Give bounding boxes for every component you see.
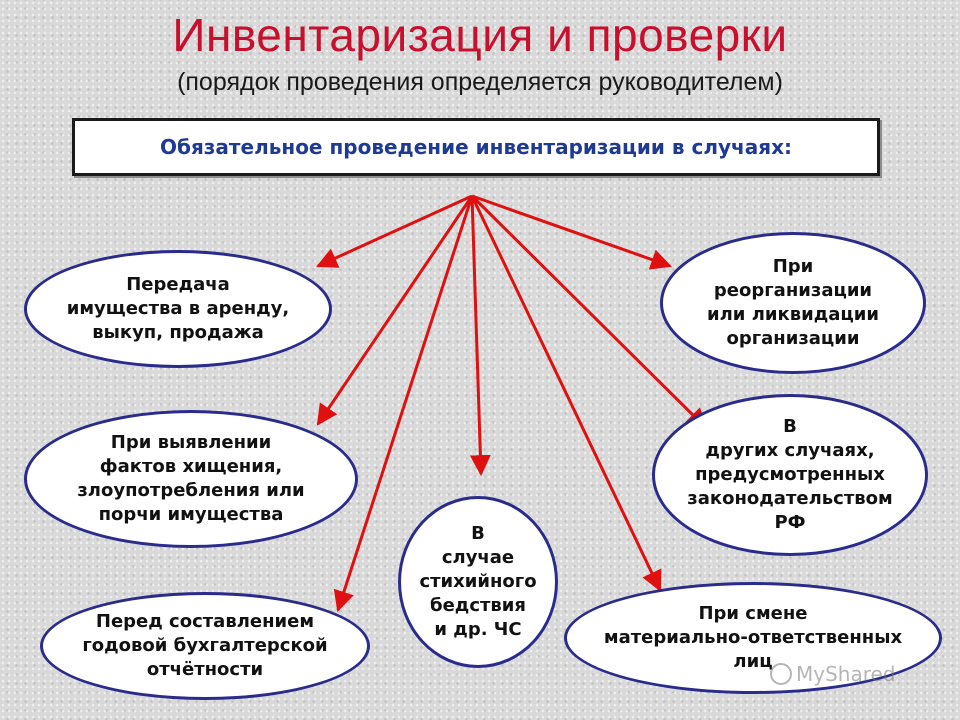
arrow-annual [333, 195, 474, 612]
watermark-logo-icon [770, 663, 792, 685]
node-annual: Перед составлением годовой бухгалтерской… [40, 592, 370, 700]
page-title: Инвентаризация и проверки [172, 9, 788, 61]
header-box: Обязательное проведение инвентаризации в… [72, 118, 880, 176]
node-lease: Передача имущества в аренду, выкуп, прод… [24, 250, 332, 368]
watermark-text: MyShared [796, 662, 896, 686]
arrow-other [470, 194, 708, 430]
arrow-theft [316, 195, 474, 426]
arrow-lease [316, 194, 473, 268]
arrow-change [470, 195, 662, 592]
node-change: При смене материально-ответственных лиц [564, 582, 942, 694]
arrow-reorg [471, 194, 672, 270]
arrow-disaster [469, 195, 491, 477]
page-subtitle: (порядок проведения определяется руковод… [177, 68, 783, 96]
node-reorg: При реорганизации или ликвидации организ… [660, 232, 926, 374]
watermark: MyShared [770, 662, 896, 686]
node-other: В других случаях, предусмотренных законо… [652, 394, 928, 556]
node-theft: При выявлении фактов хищения, злоупотреб… [24, 410, 358, 548]
node-disaster: В случае стихийного бедствия и др. ЧС [398, 496, 558, 668]
